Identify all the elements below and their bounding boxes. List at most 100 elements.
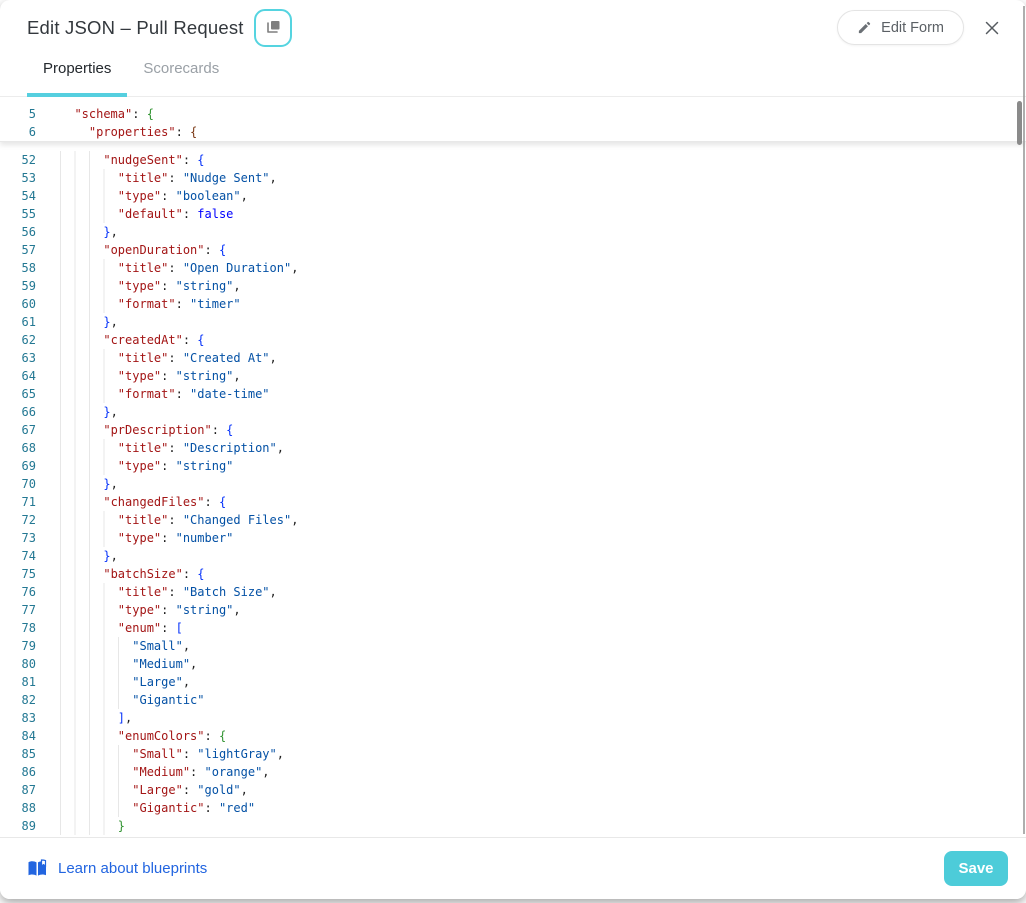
code-line-88[interactable]: 88"Gigantic": "red" <box>0 799 1026 817</box>
indent-guides <box>60 295 118 313</box>
modal-footer: Learn about blueprints Save <box>0 837 1026 899</box>
code-line-68[interactable]: 68"title": "Description", <box>0 439 1026 457</box>
edit-form-label: Edit Form <box>881 20 944 36</box>
indent-guides <box>60 259 118 277</box>
code-line-70[interactable]: 70}, <box>0 475 1026 493</box>
code-line-60[interactable]: 60"format": "timer" <box>0 295 1026 313</box>
code-line-69[interactable]: 69 "type": "string" <box>0 457 1026 475</box>
code-line-71[interactable]: 71"changedFiles": { <box>0 493 1026 511</box>
code-line-61[interactable]: 61}, <box>0 313 1026 331</box>
code-tokens: "format": "timer" <box>118 295 241 313</box>
save-button[interactable]: Save <box>944 851 1008 886</box>
code-tokens: "title": "Changed Files", <box>118 511 299 529</box>
code-tokens: "title": "Open Duration", <box>118 259 299 277</box>
book-icon <box>27 859 48 878</box>
line-number: 5 <box>0 105 60 123</box>
code-line-81[interactable]: 81"Large", <box>0 673 1026 691</box>
json-code-editor[interactable]: 5"schema": {6"properties": { 52"nudgeSen… <box>0 97 1026 837</box>
close-button[interactable] <box>978 14 1006 42</box>
line-number: 69 <box>0 457 60 475</box>
code-line-78[interactable]: 78"enum": [ <box>0 619 1026 637</box>
code-line-53[interactable]: 53"title": "Nudge Sent", <box>0 169 1026 187</box>
code-line-58[interactable]: 58"title": "Open Duration", <box>0 259 1026 277</box>
indent-guides <box>60 493 103 511</box>
code-line-89[interactable]: 89} <box>0 817 1026 835</box>
code-tokens: "type": "string" <box>118 457 234 475</box>
code-line-63[interactable]: 63 "title": "Created At", <box>0 349 1026 367</box>
copy-button[interactable] <box>254 9 292 47</box>
sticky-scroll-lines: 5"schema": {6"properties": { <box>0 97 1026 142</box>
line-number: 73 <box>0 529 60 547</box>
code-line-80[interactable]: 80"Medium", <box>0 655 1026 673</box>
indent-guides <box>60 475 103 493</box>
code-tokens: }, <box>103 313 117 331</box>
indent-guides <box>60 187 118 205</box>
line-number: 84 <box>0 727 60 745</box>
line-number: 76 <box>0 583 60 601</box>
indent-guides <box>60 529 118 547</box>
code-tokens: "title": "Nudge Sent", <box>118 169 277 187</box>
code-line-66[interactable]: 66}, <box>0 403 1026 421</box>
code-tokens: "changedFiles": { <box>103 493 226 511</box>
code-line-87[interactable]: 87"Large": "gold", <box>0 781 1026 799</box>
tab-scorecards-label: Scorecards <box>143 55 219 77</box>
tab-bar: Properties Scorecards <box>0 55 1026 97</box>
code-line-74[interactable]: 74}, <box>0 547 1026 565</box>
code-line-54[interactable]: 54"type": "boolean", <box>0 187 1026 205</box>
code-tokens: "Large", <box>132 673 190 691</box>
code-line-82[interactable]: 82"Gigantic" <box>0 691 1026 709</box>
line-number: 66 <box>0 403 60 421</box>
code-tokens: ], <box>118 709 132 727</box>
modal-title: Edit JSON – Pull Request <box>27 17 244 39</box>
learn-about-blueprints-link[interactable]: Learn about blueprints <box>27 859 207 878</box>
code-line-62[interactable]: 62"createdAt": { <box>0 331 1026 349</box>
line-number: 85 <box>0 745 60 763</box>
code-line-5[interactable]: 5"schema": { <box>0 105 1026 123</box>
code-line-65[interactable]: 65"format": "date-time" <box>0 385 1026 403</box>
code-tokens: "prDescription": { <box>103 421 233 439</box>
line-number: 80 <box>0 655 60 673</box>
code-tokens: "enum": [ <box>118 619 183 637</box>
tab-properties[interactable]: Properties <box>27 55 127 96</box>
line-number: 65 <box>0 385 60 403</box>
indent-guides <box>60 385 118 403</box>
code-line-76[interactable]: 76"title": "Batch Size", <box>0 583 1026 601</box>
line-number: 79 <box>0 637 60 655</box>
edit-form-button[interactable]: Edit Form <box>837 10 964 45</box>
line-number: 63 <box>0 349 60 367</box>
line-number: 64 <box>0 367 60 385</box>
indent-guides <box>60 123 89 141</box>
code-line-64[interactable]: 64"type": "string", <box>0 367 1026 385</box>
code-line-52[interactable]: 52"nudgeSent": { <box>0 151 1026 169</box>
code-line-86[interactable]: 86"Medium": "orange", <box>0 763 1026 781</box>
editor-scrollbar-thumb[interactable] <box>1017 101 1022 145</box>
indent-guides <box>60 637 132 655</box>
window-scrollbar[interactable] <box>1023 6 1025 834</box>
code-tokens: "title": "Created At", <box>118 349 277 367</box>
indent-guides <box>60 781 132 799</box>
code-line-77[interactable]: 77"type": "string", <box>0 601 1026 619</box>
code-line-72[interactable]: 72"title": "Changed Files", <box>0 511 1026 529</box>
code-line-67[interactable]: 67"prDescription": { <box>0 421 1026 439</box>
code-line-79[interactable]: 79"Small", <box>0 637 1026 655</box>
line-number: 56 <box>0 223 60 241</box>
code-line-55[interactable]: 55"default": false <box>0 205 1026 223</box>
indent-guides <box>60 565 103 583</box>
tab-scorecards[interactable]: Scorecards <box>127 55 235 96</box>
close-icon <box>983 19 1001 37</box>
code-line-85[interactable]: 85"Small": "lightGray", <box>0 745 1026 763</box>
code-line-59[interactable]: 59"type": "string", <box>0 277 1026 295</box>
code-line-83[interactable]: 83], <box>0 709 1026 727</box>
indent-guides <box>60 349 118 367</box>
code-line-56[interactable]: 56}, <box>0 223 1026 241</box>
code-line-73[interactable]: 73"type": "number" <box>0 529 1026 547</box>
code-line-75[interactable]: 75"batchSize": { <box>0 565 1026 583</box>
line-number: 54 <box>0 187 60 205</box>
line-number: 86 <box>0 763 60 781</box>
code-line-57[interactable]: 57"openDuration": { <box>0 241 1026 259</box>
code-line-84[interactable]: 84"enumColors": { <box>0 727 1026 745</box>
code-line-6[interactable]: 6"properties": { <box>0 123 1026 141</box>
code-tokens: "title": "Description", <box>118 439 284 457</box>
code-tokens: }, <box>103 223 117 241</box>
